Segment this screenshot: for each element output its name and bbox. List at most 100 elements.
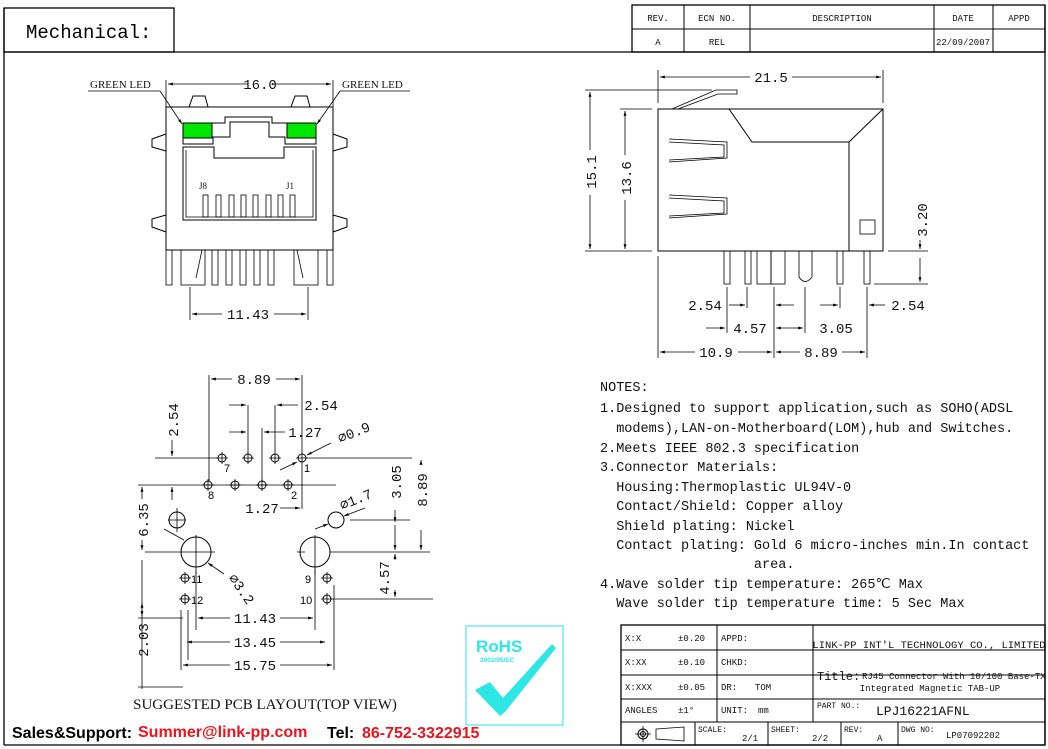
pcb-dim-pitch-127-top: 1.27	[288, 426, 322, 442]
chkd-label: CHKD:	[721, 658, 748, 668]
checkmark-icon	[475, 644, 556, 716]
rev-value: A	[877, 734, 883, 744]
rev-cell: A	[655, 38, 661, 48]
scale-value: 2/1	[742, 734, 758, 744]
sheet-label: SHEET:	[771, 726, 800, 735]
pin-label-12: 12	[191, 595, 203, 607]
unit-label: UNIT:	[721, 706, 748, 716]
part-no-label: PART NO.:	[817, 702, 860, 711]
pcb-dim-top-889: 8.89	[237, 373, 271, 389]
support-phone-link[interactable]: 86-752-3322915	[362, 725, 480, 742]
sales-support-label: Sales&Support:	[12, 725, 132, 742]
pcb-dim-1143: 11.43	[234, 612, 276, 628]
pcb-dim-635: 6.35	[137, 503, 153, 537]
pcb-dim-pitch-127-bottom: 1.27	[245, 502, 279, 518]
contact-label-j8: J8	[199, 181, 208, 191]
ecn-header: ECN NO.	[698, 14, 736, 24]
notes-heading: NOTES:	[600, 381, 649, 396]
note-line: Shield plating: Nickel	[600, 520, 794, 535]
date-cell: 22/09/2007	[936, 38, 990, 48]
unit-value: mm	[758, 706, 769, 716]
pin-label-2: 2	[291, 490, 297, 502]
pcb-dim-hole-17: ⌀1.7	[338, 487, 375, 514]
rev-header: REV.	[647, 14, 669, 24]
note-line: 3.Connector Materials:	[600, 461, 778, 476]
dim-109: 10.9	[699, 346, 733, 362]
pcb-layout-caption: SUGGESTED PCB LAYOUT(TOP VIEW)	[133, 697, 397, 713]
dwg-no-value: LP07092202	[946, 731, 1000, 741]
rohs-directive: 2002/95/EC	[480, 657, 515, 664]
scale-label: SCALE:	[698, 726, 727, 735]
pin-label-7: 7	[224, 463, 230, 475]
tolerance-label: X:XXX	[625, 683, 653, 693]
tolerance-value: ±0.10	[678, 658, 705, 668]
pcb-dim-305: 3.05	[390, 465, 406, 499]
notes: NOTES: 1.Designed to support application…	[600, 381, 1029, 612]
pin-label-1: 1	[304, 463, 310, 475]
title-block: X:X ±0.20 X:XX ±0.10 X:XXX ±0.05 ANGLES …	[620, 624, 1046, 746]
rev-label: REV:	[844, 726, 863, 735]
appd-header: APPD	[1008, 14, 1030, 24]
pin-label-9: 9	[305, 574, 311, 586]
pin-label-8: 8	[208, 490, 214, 502]
section-title: Mechanical:	[26, 22, 151, 44]
front-view: J8 J1 16.0 GREEN LED GREEN LED	[88, 78, 410, 324]
dim-pitch-254-right: 2.54	[891, 299, 925, 315]
pcb-dim-hole-32: ⌀3.2	[224, 572, 256, 609]
dim-pin-length-320: 3.20	[916, 203, 932, 237]
note-line: Contact/Shield: Copper alloy	[600, 500, 843, 515]
note-line: modems),LAN-on-Motherboard(LOM),hub and …	[600, 422, 1013, 437]
dim-height-151: 15.1	[585, 155, 601, 189]
title-label: Title:	[817, 670, 860, 684]
tolerance-label: ANGLES	[625, 706, 657, 716]
note-line: area.	[600, 558, 794, 573]
dim-pin-span-1143: 11.43	[227, 308, 269, 324]
title-line-2: Integrated Magnetic TAB-UP	[860, 684, 1000, 694]
green-led-left	[182, 122, 213, 139]
front-pins	[165, 249, 334, 286]
side-view: 21.5 15.1 13.6 3.20 2.54 2.54 4.57 3.05	[585, 70, 932, 362]
pcb-dim-row-254: 2.54	[167, 403, 183, 437]
rohs-logo: RoHS 2002/95/EC	[465, 625, 564, 726]
tolerance-value: ±1°	[678, 706, 694, 716]
title-line-1: RJ45 Connector With 10/100 Base-TX	[862, 672, 1046, 682]
drawn-by-label: DR:	[721, 683, 737, 693]
rohs-title: RoHS	[476, 637, 522, 656]
tolerance-label: X:X	[625, 634, 642, 644]
note-line: Housing:Thermoplastic UL94V-0	[600, 481, 851, 496]
ecn-cell: REL	[709, 38, 725, 48]
contact-label-j1: J1	[286, 181, 294, 191]
note-line: Wave solder tip temperature time: 5 Sec …	[600, 597, 965, 612]
dim-457: 4.57	[733, 322, 767, 338]
sheet-value: 2/2	[812, 734, 828, 744]
projection-symbol-icon	[635, 726, 685, 742]
green-led-right	[286, 122, 317, 139]
note-line: 2.Meets IEEE 802.3 specification	[600, 442, 859, 457]
support-email-link[interactable]: Summer@link-pp.com	[138, 724, 307, 741]
pin-label-10: 10	[300, 595, 312, 607]
note-line: Contact plating: Gold 6 micro-inches min…	[600, 539, 1029, 554]
description-header: DESCRIPTION	[812, 14, 871, 24]
contacts	[202, 194, 296, 218]
appd-label: APPD:	[721, 634, 748, 644]
pcb-layout: 7 1 8 2 11 12 9 10 8.89 2.54 1.27 ⌀0.9 2…	[133, 373, 433, 713]
dim-length-215: 21.5	[754, 71, 788, 87]
led-label-right: GREEN LED	[342, 79, 403, 91]
pcb-dim-889-vertical: 8.89	[416, 473, 432, 507]
revision-table: REV. ECN NO. DESCRIPTION DATE APPD A REL…	[631, 4, 1046, 53]
dim-pitch-254-left: 2.54	[688, 299, 722, 315]
tolerance-value: ±0.05	[678, 683, 705, 693]
pcb-dim-1575: 15.75	[234, 659, 276, 675]
pcb-dim-203: 2.03	[137, 623, 153, 657]
pin-label-11: 11	[191, 574, 202, 586]
drawn-by-value: TOM	[755, 683, 771, 693]
side-pins	[723, 250, 871, 285]
pcb-dim-1345: 13.45	[234, 636, 276, 652]
dim-305: 3.05	[819, 322, 853, 338]
pcb-dim-457: 4.57	[378, 561, 394, 595]
note-line: 1.Designed to support application,such a…	[600, 402, 1013, 417]
footer-contact: Sales&Support: Summer@link-pp.com Tel: 8…	[12, 724, 480, 742]
pcb-dim-hole-09: ⌀0.9	[336, 420, 373, 447]
